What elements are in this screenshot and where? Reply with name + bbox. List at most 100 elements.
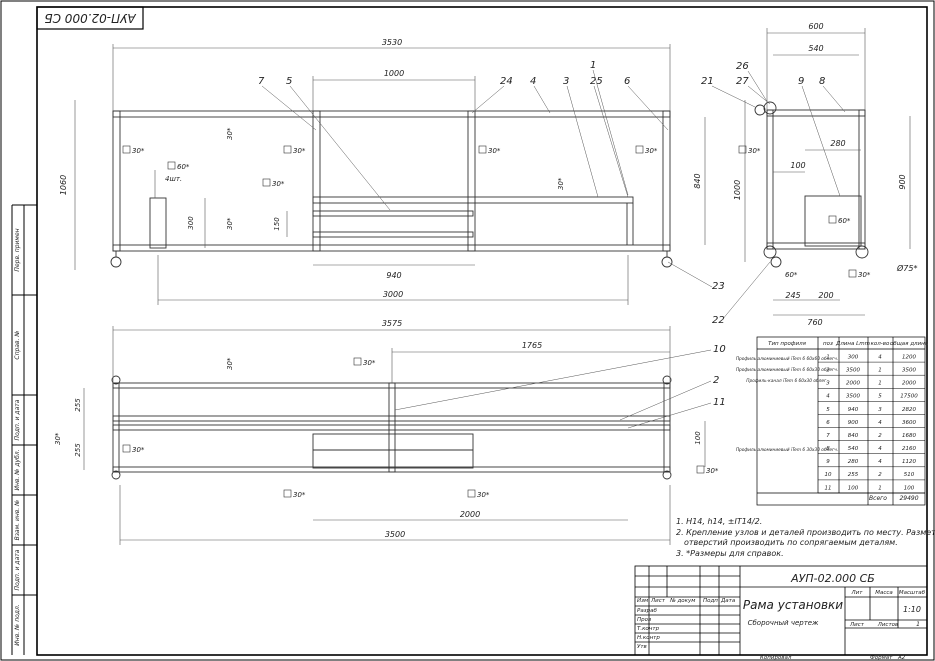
section-label: 30*: [477, 491, 490, 499]
tb-row-label: Подп: [703, 598, 718, 604]
strip-label: Инв. № подл.: [14, 604, 21, 645]
callout: 27: [736, 76, 749, 87]
section-label: 60*: [838, 217, 851, 225]
tb-row-label: Утв: [637, 644, 647, 650]
dim-540: 540: [808, 44, 823, 53]
side-section-marks: 30* 60* 60* 30*: [738, 145, 871, 279]
section-label: 30*: [363, 359, 376, 367]
spec-cell-qty: 4: [878, 420, 882, 426]
spec-header: общая длина: [890, 341, 929, 347]
spec-cell-total: 510: [904, 472, 915, 478]
spec-header: Длина Lmm: [835, 341, 870, 347]
tb-row-label: Пров: [637, 617, 651, 623]
front-leaders: [261, 69, 713, 288]
tb-format-label: Формат: [870, 655, 893, 661]
note-4sht: 4шт.: [165, 175, 182, 183]
top-view: [111, 375, 672, 480]
section-label: 30*: [293, 491, 306, 499]
section-label: 30*: [226, 127, 234, 140]
front-view: [110, 110, 673, 268]
callout: 3: [563, 76, 569, 87]
dim-150: 150: [273, 217, 281, 231]
spec-cell-len: 540: [848, 446, 859, 452]
section-label: 30*: [132, 147, 145, 155]
tb-title: Рама установки: [743, 598, 843, 612]
spec-cell-qty: 2: [878, 472, 882, 478]
spec-cell-pos: 11: [825, 485, 832, 491]
dim-280: 280: [830, 139, 845, 148]
spec-cell-pos: 2: [826, 368, 830, 374]
dim-3575: 3575: [382, 319, 402, 328]
spec-cell-pos: 4: [826, 394, 830, 400]
callout: 22: [712, 315, 725, 326]
spec-cell-qty: 4: [878, 354, 882, 360]
tb-sheets-label: Листов: [877, 622, 899, 628]
dim-100-top: 100: [694, 431, 702, 445]
callout: 4: [530, 76, 536, 87]
callout: 5: [286, 76, 292, 87]
inner-frame: [36, 6, 928, 656]
profile-group: Профиль алюминиевый iTem 6 60x60 облегч.: [736, 356, 838, 362]
section-label: 60*: [785, 271, 798, 279]
callout: 8: [819, 76, 825, 87]
spec-cell-qty: 1: [878, 381, 882, 387]
strip-label: Справ. №: [14, 330, 21, 359]
spec-cell-total: 2000: [902, 381, 916, 387]
section-label: 30*: [293, 147, 306, 155]
profile-group: Профиль-канал iTem 6 60x30 облег.: [746, 378, 827, 384]
dim-840: 840: [693, 173, 702, 188]
note-line: отверстий производить по сопрягаемым дет…: [684, 538, 898, 547]
tb-row-label: Изм: [637, 598, 648, 604]
dim-1765: 1765: [522, 341, 542, 350]
dim-245: 245: [785, 291, 800, 300]
left-side-strip: [11, 204, 37, 655]
callout: 6: [624, 76, 630, 87]
spec-cell-pos: 10: [825, 472, 832, 478]
top-section-marks: 30* 30* 30* 30* 30* 30* 30*: [54, 357, 719, 499]
strip-label: Перв. примен: [14, 228, 21, 271]
dim-2000: 2000: [460, 510, 480, 519]
tb-row-label: № докум: [669, 598, 695, 604]
spec-cell-total: 17500: [900, 394, 918, 400]
spec-cell-qty: 5: [878, 394, 882, 400]
front-section-marks: 30* 30* 30* 30* 30* 60* 30* 30* 30*: [122, 127, 658, 230]
profile-group: Профиль алюминиевый iTem 6 60x30 облегч.: [736, 367, 838, 373]
dim-100-side: 100: [790, 161, 805, 170]
side-dim-lines: [744, 28, 911, 316]
callout: 11: [713, 397, 726, 408]
spec-cell-qty: 4: [878, 459, 882, 465]
tb-scale-label: Масштаб: [899, 590, 926, 596]
dim-940: 940: [386, 271, 401, 280]
side-view: [754, 101, 869, 268]
profile-group: Профиль алюминиевый iTem 6 30x30 облегч.: [736, 447, 838, 453]
note-line: 3. *Размеры для справок.: [676, 549, 784, 558]
spec-cell-len: 840: [848, 433, 859, 439]
dim-1000: 1000: [384, 69, 404, 78]
callout: 24: [500, 76, 513, 87]
tb-row-label: Т.контр: [637, 626, 660, 632]
tb-sheet-label: Лист: [849, 622, 865, 628]
dim-900: 900: [898, 174, 907, 189]
callout: 23: [712, 281, 725, 292]
dim-200: 200: [818, 291, 833, 300]
spec-cell-pos: 9: [826, 459, 830, 465]
section-label: 60*: [177, 163, 190, 171]
section-label: 30*: [226, 357, 234, 370]
spec-cell-len: 3500: [846, 368, 860, 374]
tb-row-label: Разраб: [637, 608, 657, 614]
callout: 10: [713, 344, 726, 355]
tb-format: A2: [897, 655, 906, 661]
spec-cell-len: 940: [848, 407, 859, 413]
spec-header: поз: [823, 341, 833, 347]
title-block: [634, 565, 928, 656]
section-label: 30*: [645, 147, 658, 155]
callout: 7: [258, 76, 265, 87]
section-label: 30*: [272, 180, 285, 188]
dim-1060: 1060: [59, 175, 68, 195]
note-line: 2. Крепление узлов и деталей производить…: [676, 528, 935, 537]
spec-cell-total: 1120: [902, 459, 916, 465]
spec-cell-len: 100: [848, 485, 859, 491]
